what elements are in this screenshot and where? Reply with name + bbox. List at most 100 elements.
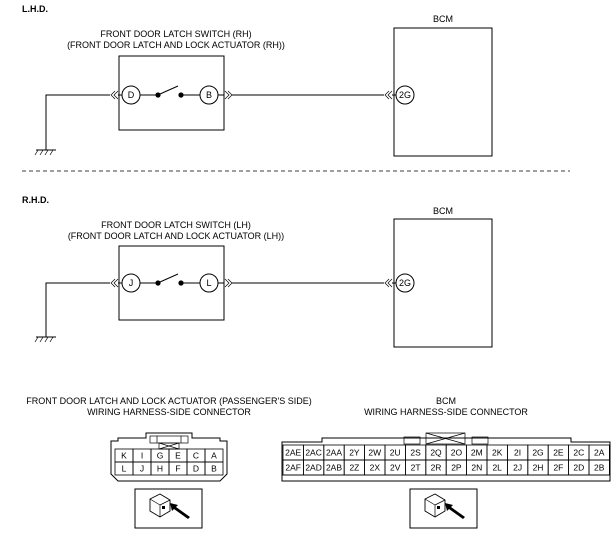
bcm-connector-pin-label: 2D <box>573 463 584 473</box>
rhd-ground-icon <box>34 336 56 343</box>
bcm-connector-pin-label: 2Y <box>349 448 360 458</box>
bcm-connector-cavity <box>588 459 610 476</box>
lhd-section: L.H.D. FRONT DOOR LATCH SWITCH (RH) (FRO… <box>22 4 493 157</box>
lhd-pin-right-label: B <box>206 90 212 100</box>
rhd-ground-wire <box>45 282 110 337</box>
passenger-connector-lock-tab <box>149 435 189 444</box>
bcm-connector-pin-grid: 2AE 2AC 2AA 2Y 2W 2U 2S 2Q 2O 2M 2K 2I 2G 2E 2C 2A 2AF 2A… <box>282 444 610 476</box>
bcm-connector-pin-label: 2V <box>390 463 401 473</box>
lhd-connector-chevron-right <box>224 90 233 100</box>
bcm-connector-pin-label: 2B <box>594 463 605 473</box>
rhd-switch-blade <box>159 273 179 283</box>
lhd-ground-wire <box>45 94 110 150</box>
rhd-switch-label: FRONT DOOR LATCH SWITCH (LH) <box>101 220 251 230</box>
rhd-bcm-chevron <box>384 278 393 288</box>
bcm-connector-title: BCM <box>436 396 456 406</box>
lhd-switch-sublabel: (FRONT DOOR LATCH AND LOCK ACTUATOR (RH)… <box>67 40 285 50</box>
lhd-switch-label: FRONT DOOR LATCH SWITCH (RH) <box>100 29 251 39</box>
bcm-connector-pin-label: 2H <box>533 463 544 473</box>
passenger-connector-pin-label: C <box>193 451 199 461</box>
rhd-pin-right-label: L <box>206 278 211 288</box>
rhd-connector-chevron-right <box>224 278 233 288</box>
bcm-connector-pin-label: 2L <box>492 463 502 473</box>
bcm-connector-pin-label: 2E <box>553 448 564 458</box>
bcm-connector-unused-cavity-icon <box>425 432 466 445</box>
passenger-connector-pin-label: A <box>211 451 217 461</box>
bcm-connector-key-right <box>471 436 489 445</box>
bcm-connector-pin-label: 2M <box>471 448 483 458</box>
bcm-connector-pin-label: 2F <box>553 463 563 473</box>
passenger-connector-pin-label: H <box>157 464 163 474</box>
passenger-connector-unused-cavity-icon <box>158 442 180 450</box>
bcm-connector-pin-label: 2P <box>451 463 462 473</box>
passenger-connector-pin-label: D <box>193 464 199 474</box>
bcm-connector-pin-label: 2X <box>370 463 381 473</box>
connector-view-direction-icon <box>149 493 190 519</box>
bcm-connector-pin-label: 2R <box>431 463 442 473</box>
lhd-bcm-label: BCM <box>433 14 453 24</box>
bcm-connector-pin-label: 2I <box>514 448 521 458</box>
passenger-connector-title: FRONT DOOR LATCH AND LOCK ACTUATOR (PASS… <box>26 396 311 406</box>
rhd-switch-contact-left <box>155 280 161 286</box>
rhd-pin-left-label: J <box>129 278 134 288</box>
bcm-connector-pin-label: 2AF <box>285 463 301 473</box>
lhd-pin-left-label: D <box>128 90 135 100</box>
passenger-actuator-connector: FRONT DOOR LATCH AND LOCK ACTUATOR (PASS… <box>26 396 312 529</box>
passenger-connector-pin-label: B <box>211 464 217 474</box>
bcm-connector-pin-label: 2AE <box>285 448 301 458</box>
rhd-bcm-pin-label: 2G <box>399 278 411 288</box>
lhd-bcm-box <box>393 27 493 157</box>
lhd-ground-icon <box>34 149 56 156</box>
passenger-connector-pin-label: L <box>122 464 127 474</box>
passenger-connector-pin-label: I <box>141 451 143 461</box>
rhd-switch-sublabel: (FRONT DOOR LATCH AND LOCK ACTUATOR (LH)… <box>68 231 284 241</box>
bcm-connector-pin-label: 2T <box>411 463 421 473</box>
passenger-connector-pin-label: J <box>140 464 144 474</box>
bcm-connector-pin-label: 2J <box>513 463 522 473</box>
bcm-connector: BCM WIRING HARNESS-SIDE CONNECTOR 2AE 2AC… <box>281 396 611 529</box>
passenger-connector-cavity <box>204 461 224 476</box>
bcm-connector-pin-label: 2C <box>573 448 584 458</box>
bcm-connector-pin-label: 2W <box>368 448 381 458</box>
bcm-connector-housing <box>281 437 611 482</box>
bcm-connector-pin-label: 2S <box>410 448 421 458</box>
bcm-connector-pin-label: 2Q <box>430 448 442 458</box>
bcm-connector-pin-label: 2AC <box>305 448 322 458</box>
lhd-switch-blade <box>159 85 179 95</box>
rhd-connector-chevron-left <box>110 278 119 288</box>
lhd-bcm-pin-label: 2G <box>399 90 411 100</box>
lhd-section-label: L.H.D. <box>22 4 48 14</box>
rhd-bcm-label: BCM <box>433 206 453 216</box>
passenger-connector-view-frame <box>134 488 203 529</box>
rhd-section: R.H.D. FRONT DOOR LATCH SWITCH (LH) (FRO… <box>22 195 493 348</box>
lhd-switch-box <box>118 55 225 131</box>
bcm-connector-subtitle: WIRING HARNESS-SIDE CONNECTOR <box>364 407 528 417</box>
passenger-connector-pin-label: F <box>175 464 180 474</box>
bcm-connector-view-frame <box>409 488 478 529</box>
lhd-bcm-chevron <box>384 90 393 100</box>
bcm-connector-pin-label: 2N <box>471 463 482 473</box>
lhd-bcm-pin <box>395 85 415 105</box>
bcm-connector-pin-label: 2Z <box>349 463 359 473</box>
lhd-switch-contact-left <box>155 92 161 98</box>
bcm-connector-pin-label: 2AD <box>305 463 322 473</box>
passenger-connector-pin-label: K <box>121 451 127 461</box>
bcm-connector-pin-label: 2O <box>451 448 463 458</box>
rhd-bcm-pin <box>395 273 415 293</box>
connector-view-direction-icon <box>424 493 465 519</box>
bcm-connector-key-left <box>403 436 421 445</box>
bcm-connector-pin-label: 2A <box>594 448 605 458</box>
bcm-connector-pin-label: 2AB <box>326 463 342 473</box>
passenger-connector-housing <box>110 432 228 482</box>
passenger-connector-pin-label: G <box>157 451 164 461</box>
rhd-section-label: R.H.D. <box>22 195 49 205</box>
bcm-connector-pin-label: 2AA <box>326 448 342 458</box>
passenger-connector-pin-grid: K I G E C A L J H F D B <box>114 448 224 476</box>
bcm-connector-pin-label: 2G <box>532 448 543 458</box>
bcm-connector-pin-label: 2K <box>492 448 503 458</box>
rhd-bcm-box <box>393 218 493 348</box>
bcm-connector-pin-label: 2U <box>390 448 401 458</box>
passenger-connector-pin-label: E <box>175 451 181 461</box>
lhd-connector-chevron-left <box>110 90 119 100</box>
